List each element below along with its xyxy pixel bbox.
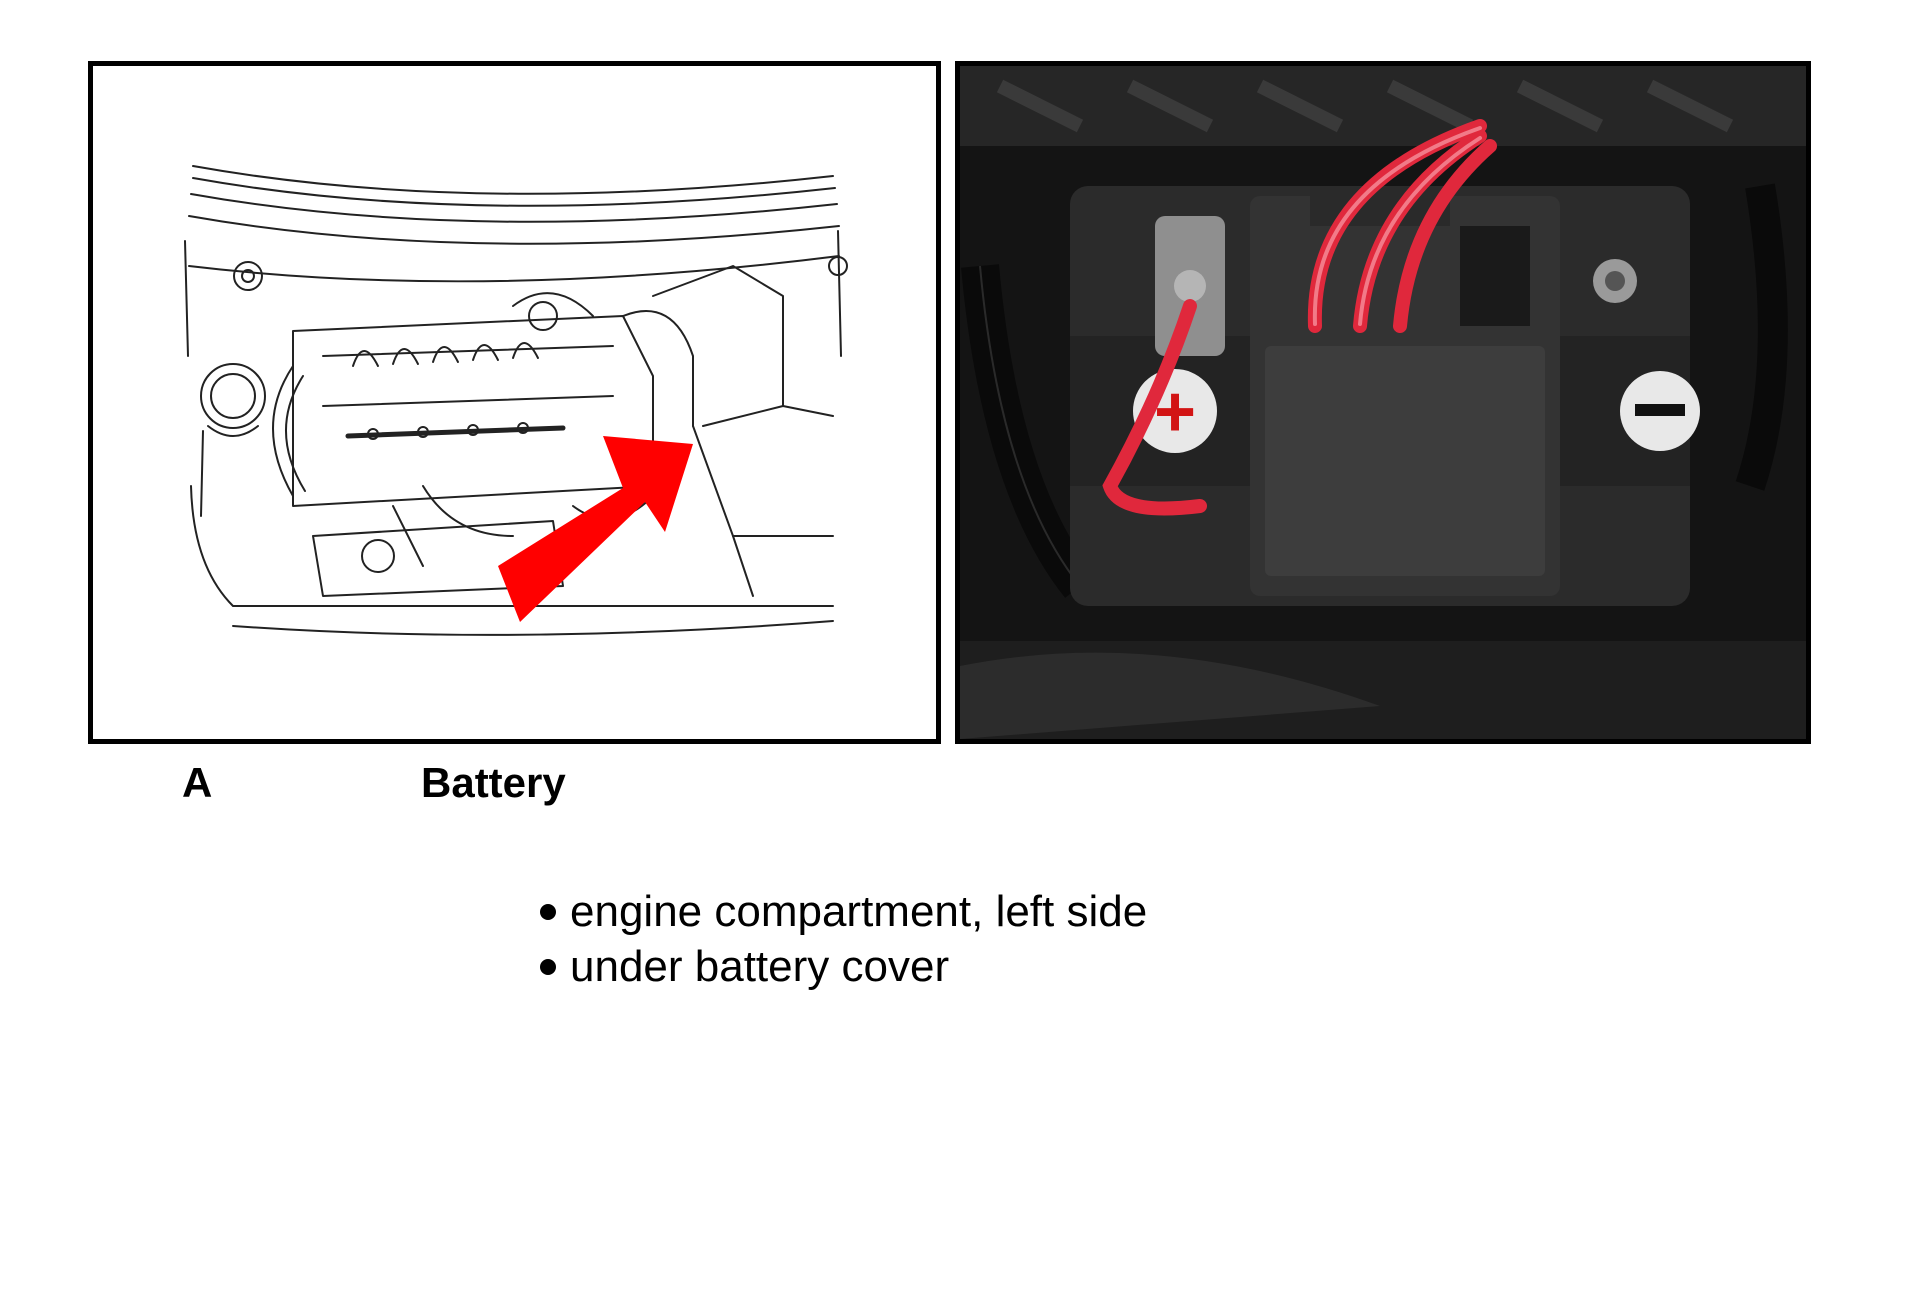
bullet-icon xyxy=(540,903,556,920)
list-item: under battery cover xyxy=(540,939,1147,994)
battery-location-arrow xyxy=(498,436,693,622)
location-text: engine compartment, left side xyxy=(570,887,1148,936)
bullet-icon xyxy=(540,958,556,975)
battery-photo-illustration: + xyxy=(960,66,1806,739)
location-list: engine compartment, left side under batt… xyxy=(540,884,1147,994)
list-item: engine compartment, left side xyxy=(540,884,1147,939)
figure-caption-title: Battery xyxy=(421,759,566,806)
location-text: under battery cover xyxy=(570,942,950,991)
engine-bay-line-drawing xyxy=(184,165,848,636)
figure-caption-letter: A xyxy=(182,759,213,806)
battery-photo: + xyxy=(955,61,1811,744)
engine-bay-diagram xyxy=(88,61,941,744)
